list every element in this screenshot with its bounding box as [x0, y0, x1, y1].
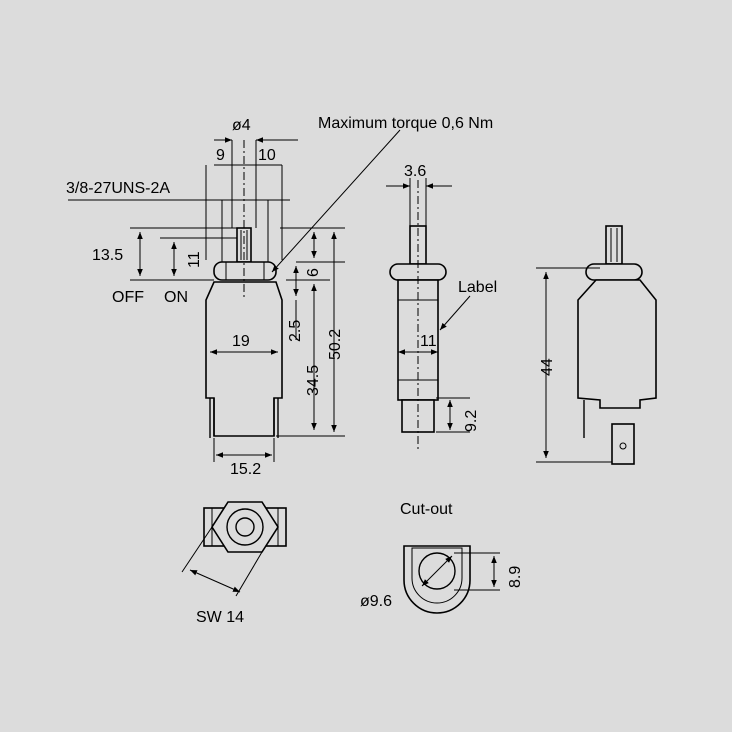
top-thread-circle: [226, 508, 264, 546]
dim9-label: 9: [216, 147, 225, 164]
dim44-label: 44: [539, 358, 556, 376]
on-label: ON: [164, 289, 188, 306]
dim8_9-label: 8.9: [507, 566, 524, 588]
dim9_2-label: 9.2: [463, 410, 480, 432]
off-label: OFF: [112, 289, 144, 306]
thread-label: 3/8-27UNS-2A: [66, 180, 170, 197]
dim15_2-label: 15.2: [230, 461, 261, 478]
cutout-hole: [418, 552, 456, 590]
cutout-label: Cut-out: [400, 501, 453, 518]
dim10-label: 10: [258, 147, 276, 164]
top-view: [181, 501, 287, 597]
front-view: [68, 129, 401, 462]
dim3_6-label: 3.6: [404, 163, 426, 180]
dim6-label: 6: [305, 268, 322, 277]
rear-view: [536, 225, 657, 465]
side-view: [386, 178, 471, 450]
front-housing: [205, 281, 283, 437]
sw14-label: SW 14: [196, 609, 244, 626]
dim13_5-label: 13.5: [92, 247, 123, 264]
dim50_2-label: 50.2: [327, 329, 344, 360]
dia9_6-label: ø9.6: [360, 593, 392, 610]
torque-label: Maximum torque 0,6 Nm: [318, 115, 493, 132]
rear-actuator: [605, 225, 623, 265]
labels: Maximum torque 0,6 Nm ø4 9 10 3/8-27UNS-…: [66, 115, 556, 626]
label-label: Label: [458, 279, 497, 296]
dim11-left-label: 11: [186, 251, 203, 268]
front-nut: [213, 261, 277, 281]
dim19-label: 19: [232, 333, 250, 350]
cutout-view: [403, 545, 500, 614]
rear-nut: [585, 263, 643, 281]
dim2_5-label: 2.5: [287, 320, 304, 342]
rear-tab: [611, 423, 635, 465]
dia4-label: ø4: [232, 117, 251, 134]
dim34_5-label: 34.5: [305, 365, 322, 396]
dim11-side-label: 11: [420, 333, 437, 350]
rear-housing: [577, 279, 657, 409]
